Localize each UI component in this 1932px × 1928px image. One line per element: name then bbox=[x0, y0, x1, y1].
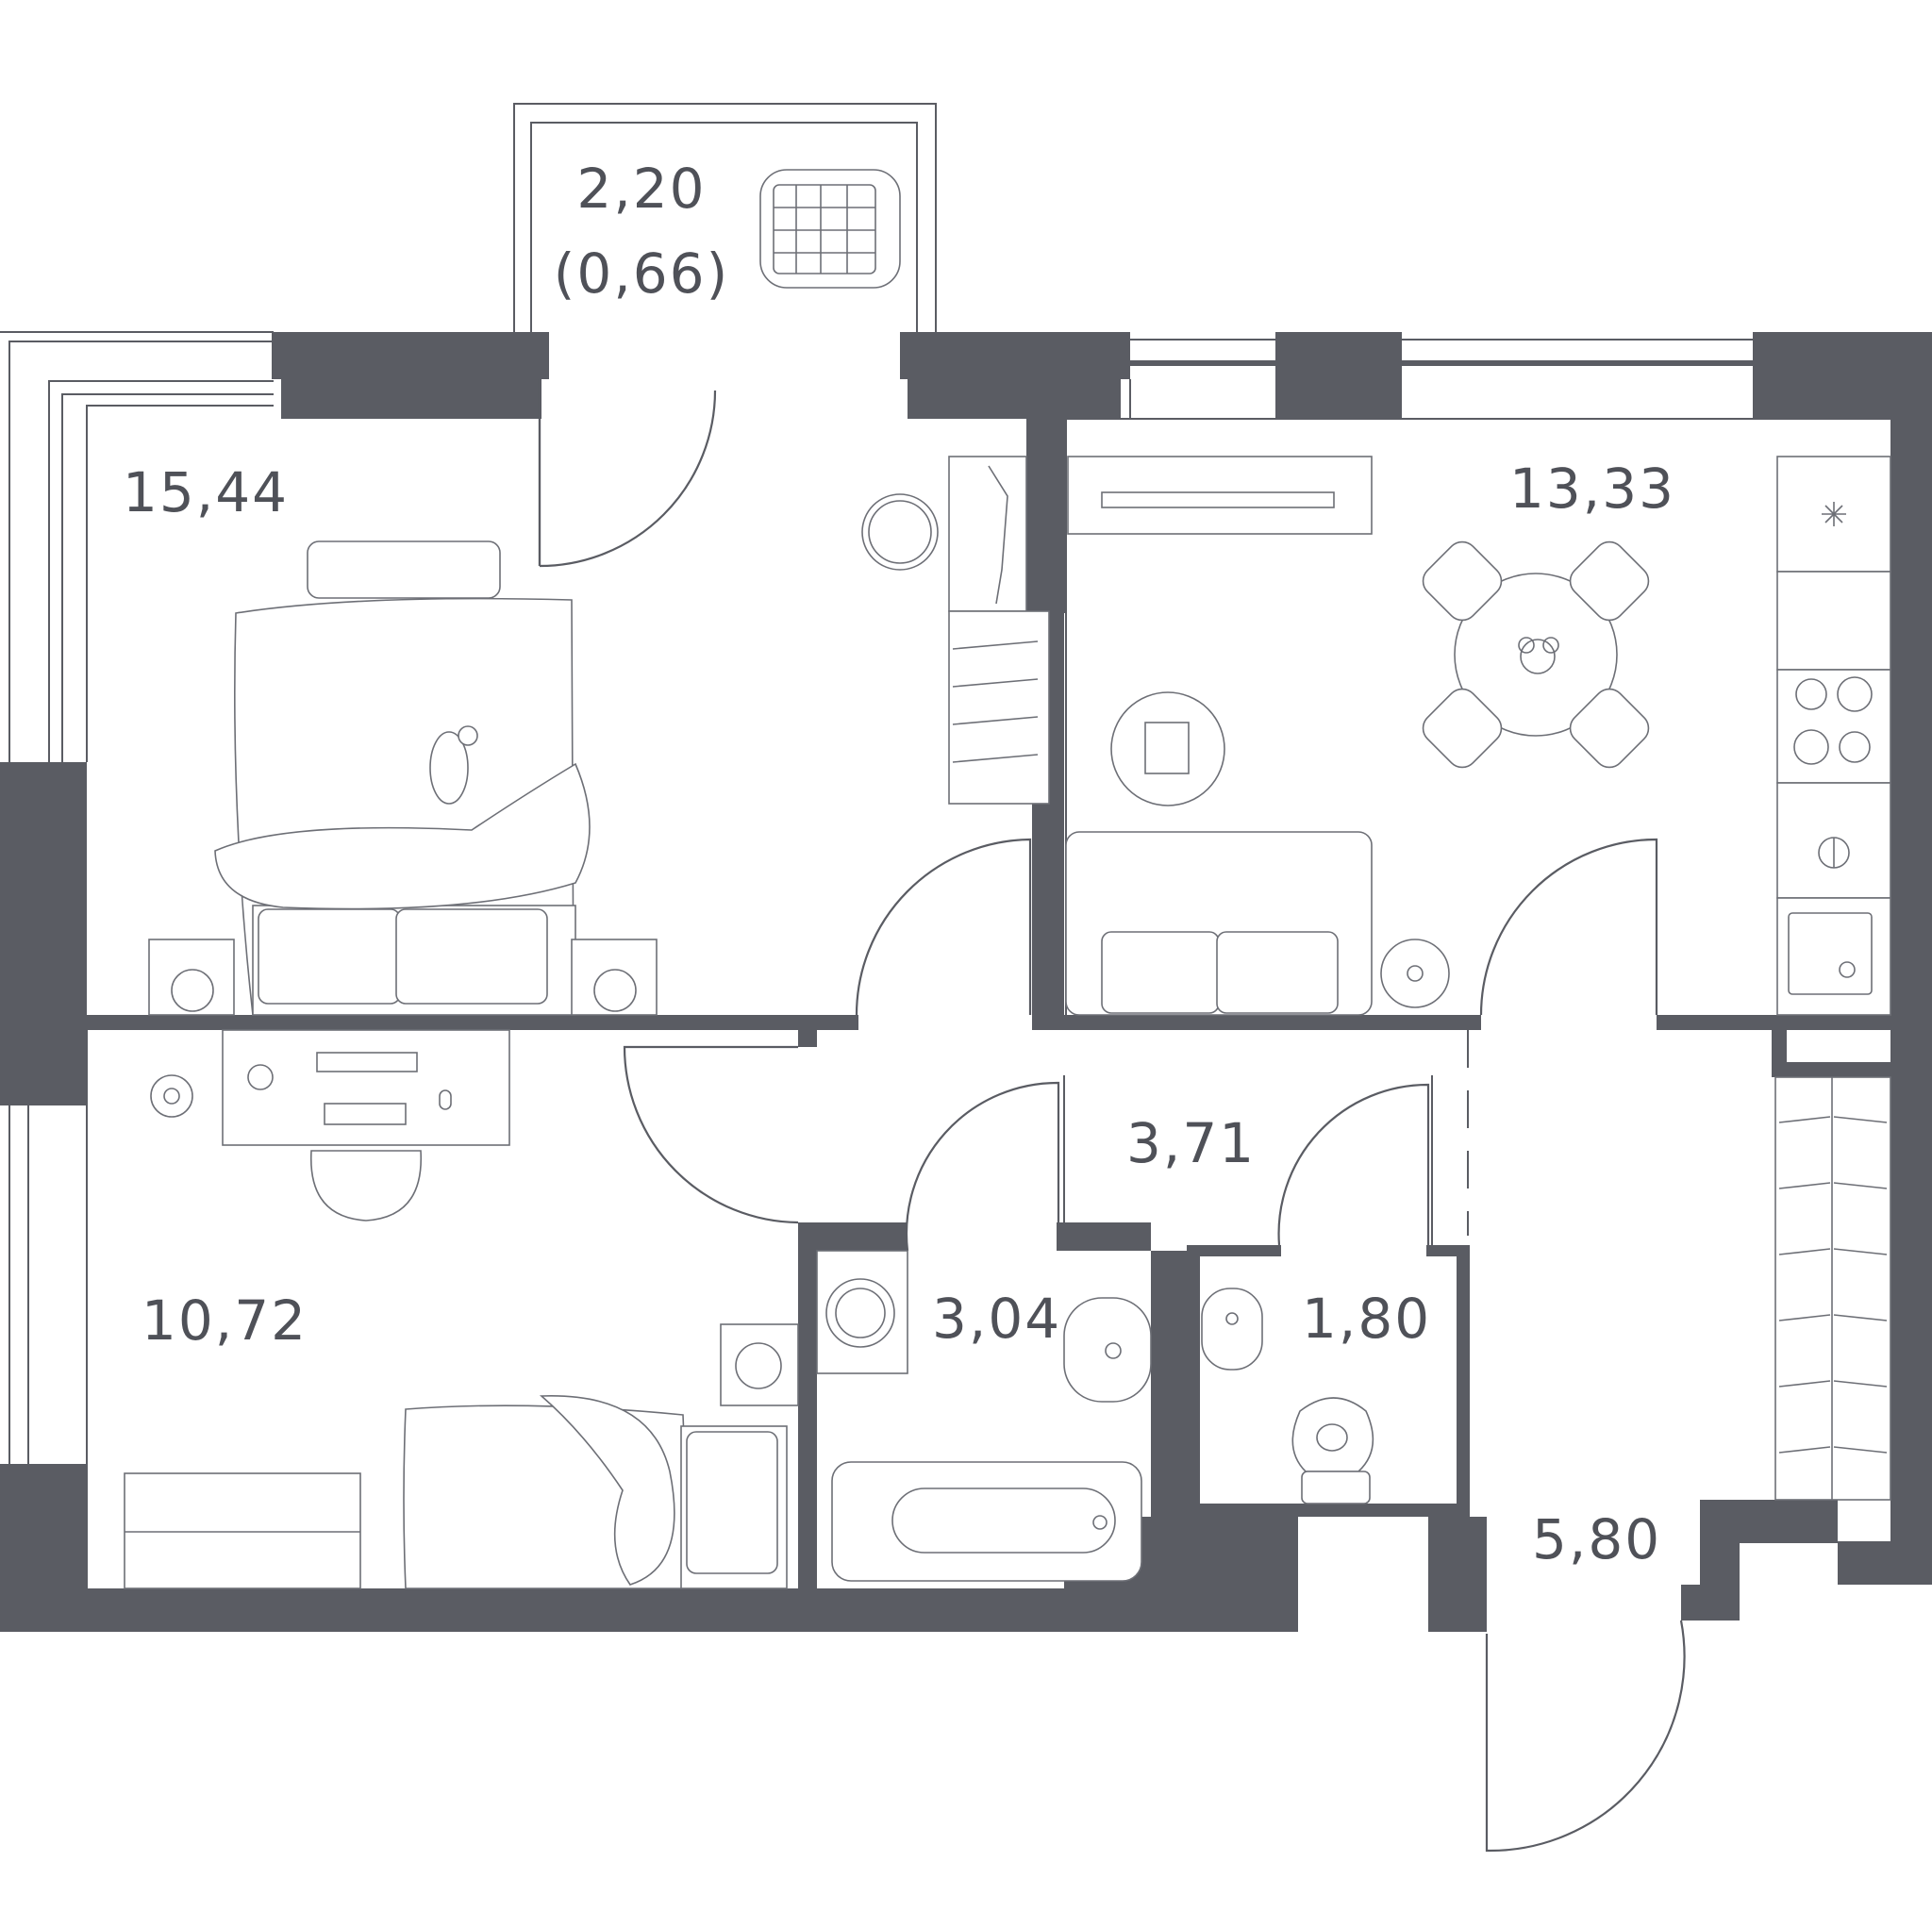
flower-icon bbox=[1518, 637, 1559, 674]
bathroom-area-label: 3,04 bbox=[932, 1287, 1061, 1351]
kitchen-furniture bbox=[1065, 456, 1891, 1501]
doors bbox=[538, 379, 1686, 1853]
kitchen-living-area-label: 13,33 bbox=[1509, 457, 1675, 521]
interior-lines bbox=[86, 418, 1890, 1594]
children-room-furniture bbox=[124, 1029, 799, 1589]
ball-icon bbox=[150, 1074, 193, 1118]
entrance-area-label: 5,80 bbox=[1532, 1507, 1661, 1571]
laundry-basket-icon bbox=[759, 169, 901, 289]
children-room-area-label: 10,72 bbox=[142, 1288, 308, 1353]
cat-icon bbox=[429, 725, 478, 805]
hall-area-label: 3,71 bbox=[1126, 1111, 1256, 1175]
walls bbox=[0, 332, 1932, 1632]
sink-icon bbox=[1788, 912, 1873, 995]
bathroom-fixtures bbox=[816, 1250, 1152, 1582]
faucet-icon bbox=[1818, 837, 1850, 869]
toilet-fixtures bbox=[1201, 1288, 1374, 1504]
balcony bbox=[513, 103, 937, 332]
facade-lines bbox=[0, 331, 274, 1464]
sparkle-icon bbox=[1822, 502, 1846, 526]
room-labels: 2,20 (0,66) 15,44 13,33 3,71 10,72 3,04 … bbox=[123, 157, 1675, 1571]
balcony-area-label: 2,20 bbox=[576, 157, 706, 221]
bedroom-area-label: 15,44 bbox=[123, 460, 289, 524]
bedroom-furniture bbox=[148, 456, 1050, 1016]
toilet-area-label: 1,80 bbox=[1302, 1287, 1431, 1351]
cooktop-icon bbox=[1793, 676, 1873, 765]
balcony-reduced-area-label: (0,66) bbox=[554, 241, 729, 306]
